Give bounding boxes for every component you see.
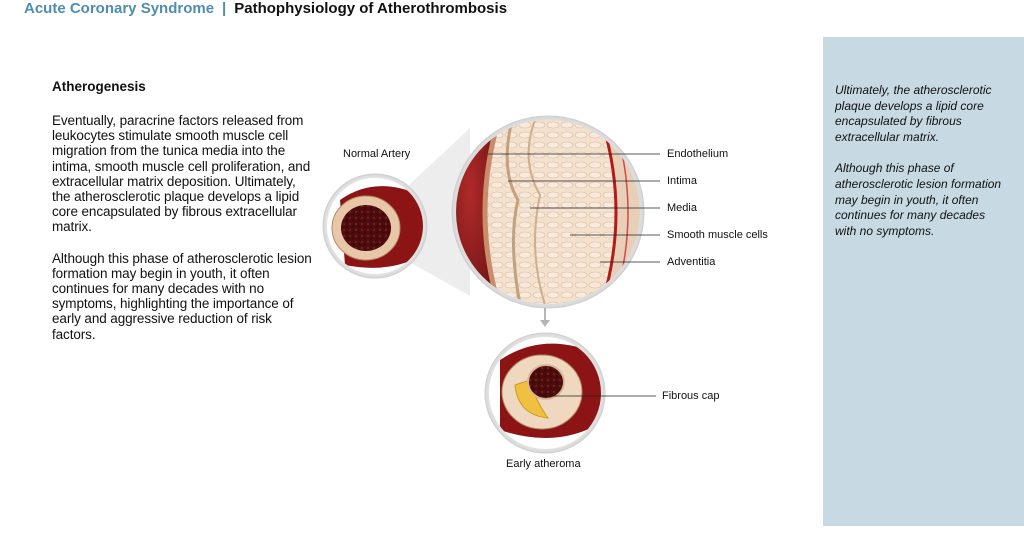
sidebar-paragraph-1: Ultimately, the atherosclerotic plaque d… bbox=[835, 83, 992, 144]
header-topic: Pathophysiology of Atherothrombosis bbox=[234, 0, 508, 17]
sidebar-paragraph-2: Although this phase of atherosclerotic l… bbox=[835, 161, 1002, 238]
header-brand: Acute Coronary Syndrome bbox=[24, 0, 215, 17]
down-arrow-icon bbox=[540, 308, 550, 327]
early-atheroma-label: Early atheroma bbox=[506, 458, 581, 470]
header-separator: | bbox=[222, 0, 227, 17]
body-paragraph-1: Eventually, paracrine factors released f… bbox=[52, 113, 311, 235]
label-fibrous-cap: Fibrous cap bbox=[662, 390, 720, 402]
normal-artery-label: Normal Artery bbox=[343, 148, 411, 160]
body-text: Eventually, paracrine factors released f… bbox=[52, 113, 314, 358]
normal-artery-figure bbox=[322, 173, 428, 279]
header: Acute Coronary Syndrome | Pathophysiology … bbox=[24, 0, 507, 20]
sidebar-panel: Ultimately, the atherosclerotic plaque d… bbox=[823, 37, 1024, 526]
label-smooth-muscle: Smooth muscle cells bbox=[667, 229, 768, 241]
label-media: Media bbox=[667, 202, 697, 214]
label-endothelium: Endothelium bbox=[667, 148, 729, 160]
label-intima: Intima bbox=[667, 175, 697, 187]
sidebar-text: Ultimately, the atherosclerotic plaque d… bbox=[835, 83, 1007, 255]
early-atheroma-figure bbox=[484, 332, 606, 454]
label-adventitia: Adventitia bbox=[667, 256, 716, 268]
leader-lines bbox=[488, 153, 660, 397]
body-paragraph-2: Although this phase of atherosclerotic l… bbox=[52, 250, 312, 342]
section-title: Atherogenesis bbox=[52, 79, 146, 94]
magnified-wall-figure bbox=[451, 115, 645, 309]
